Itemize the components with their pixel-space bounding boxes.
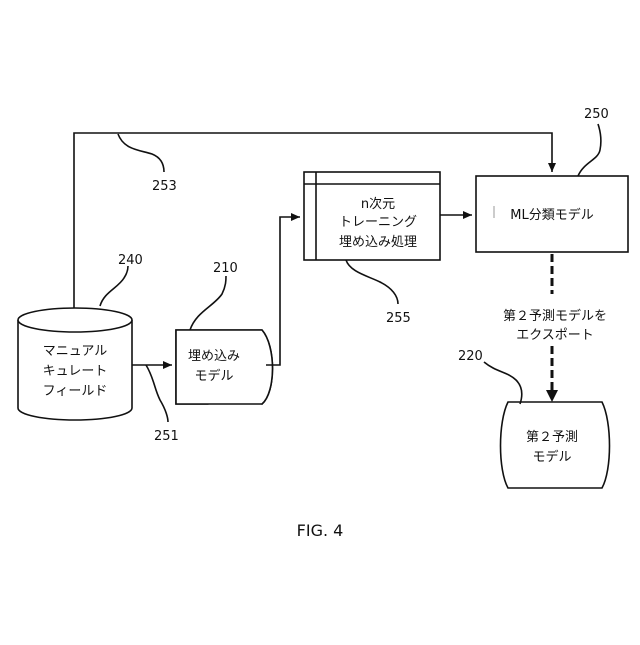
manual-field-line-1: マニュアル — [43, 344, 108, 359]
embedding-model-node: 埋め込み モデル — [176, 330, 273, 404]
ml-classifier-label: ML分類モデル — [510, 207, 593, 223]
embedding-model-line-1: 埋め込み — [188, 349, 240, 364]
ref-220: 220 — [458, 349, 483, 364]
leader-240 — [100, 266, 128, 306]
second-model-line-1: 第２予測 — [526, 430, 578, 445]
leader-251 — [146, 365, 168, 422]
export-label-line-2: エクスポート — [516, 328, 594, 343]
connector-embedding-to-training — [266, 217, 300, 365]
ref-255: 255 — [386, 311, 411, 326]
ml-classifier-node: ML分類モデル — [476, 176, 628, 252]
leader-lines — [100, 124, 601, 422]
export-connector: 第２予測モデルを エクスポート — [503, 254, 607, 402]
training-line-3: 埋め込み処理 — [339, 235, 417, 250]
second-model-node: 第２予測 モデル — [501, 402, 610, 488]
leader-253 — [118, 134, 164, 172]
leader-220 — [484, 362, 522, 404]
second-model-line-2: モデル — [532, 449, 571, 465]
training-line-1: n次元 — [361, 196, 395, 212]
ref-251: 251 — [154, 429, 179, 444]
manual-field-line-3: フィールド — [43, 384, 108, 399]
leader-255 — [346, 260, 398, 304]
export-label-line-1: 第２予測モデルを — [503, 308, 607, 324]
embedding-model-line-2: モデル — [194, 368, 233, 384]
ref-240: 240 — [118, 253, 143, 268]
ref-210: 210 — [213, 261, 238, 276]
figure-caption: FIG. 4 — [297, 521, 344, 540]
manual-field-database: マニュアル キュレート フィールド — [18, 308, 132, 420]
ref-250: 250 — [584, 107, 609, 122]
training-process-node: n次元 トレーニング 埋め込み処理 — [304, 172, 440, 260]
leader-250 — [578, 124, 601, 176]
leader-210 — [190, 276, 226, 330]
ref-253: 253 — [152, 179, 177, 194]
manual-field-line-2: キュレート — [43, 364, 108, 379]
training-line-2: トレーニング — [339, 215, 417, 230]
